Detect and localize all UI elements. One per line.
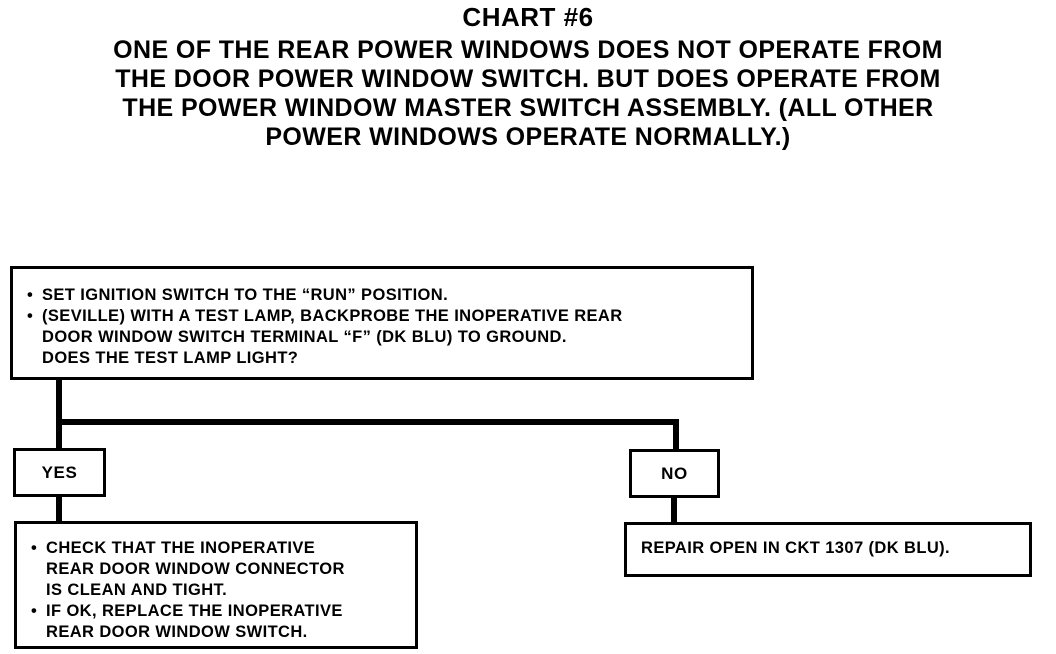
- heading-line: THE DOOR POWER WINDOW SWITCH. BUT DOES O…: [115, 65, 941, 93]
- connector-no-action: [671, 497, 677, 523]
- connector-start-down: [56, 379, 62, 449]
- no-label: NO: [661, 463, 688, 483]
- yes-action-line: CHECK THAT THE INOPERATIVE: [46, 539, 316, 557]
- start-step-2-line: (SEVILLE) WITH A TEST LAMP, BACKPROBE TH…: [42, 307, 623, 325]
- start-step-2-line: DOOR WINDOW SWITCH TERMINAL “F” (DK BLU)…: [42, 328, 567, 346]
- connector-no-down: [673, 419, 679, 450]
- heading-line: THE POWER WINDOW MASTER SWITCH ASSEMBLY.…: [122, 94, 934, 122]
- no-label-box: NO: [629, 449, 720, 498]
- yes-action-step-2: IF OK, REPLACE THE INOPERATIVE REAR DOOR…: [31, 601, 401, 643]
- yes-action-line: REAR DOOR WINDOW CONNECTOR: [46, 560, 345, 578]
- no-action-box: REPAIR OPEN IN CKT 1307 (DK BLU).: [624, 522, 1032, 577]
- yes-label-box: YES: [13, 448, 106, 497]
- chart-heading: ONE OF THE REAR POWER WINDOWS DOES NOT O…: [40, 36, 1016, 152]
- yes-action-line: IF OK, REPLACE THE INOPERATIVE: [46, 602, 343, 620]
- yes-action-box: CHECK THAT THE INOPERATIVE REAR DOOR WIN…: [14, 521, 418, 649]
- yes-label: YES: [41, 462, 78, 482]
- heading-line: ONE OF THE REAR POWER WINDOWS DOES NOT O…: [113, 36, 943, 64]
- no-action-text: REPAIR OPEN IN CKT 1307 (DK BLU).: [641, 539, 951, 557]
- chart-title: CHART #6: [462, 2, 594, 32]
- start-step-1: SET IGNITION SWITCH TO THE “RUN” POSITIO…: [27, 285, 737, 306]
- start-step-box: SET IGNITION SWITCH TO THE “RUN” POSITIO…: [10, 266, 754, 380]
- yes-action-step-1: CHECK THAT THE INOPERATIVE REAR DOOR WIN…: [31, 538, 401, 601]
- start-step-2: (SEVILLE) WITH A TEST LAMP, BACKPROBE TH…: [27, 306, 737, 348]
- yes-action-line: REAR DOOR WINDOW SWITCH.: [46, 623, 308, 641]
- yes-action-line: IS CLEAN AND TIGHT.: [46, 581, 228, 599]
- start-question: DOES THE TEST LAMP LIGHT?: [42, 349, 299, 367]
- heading-line: POWER WINDOWS OPERATE NORMALLY.): [265, 123, 791, 151]
- connector-branch-horizontal: [56, 419, 679, 425]
- connector-yes-action: [56, 496, 62, 522]
